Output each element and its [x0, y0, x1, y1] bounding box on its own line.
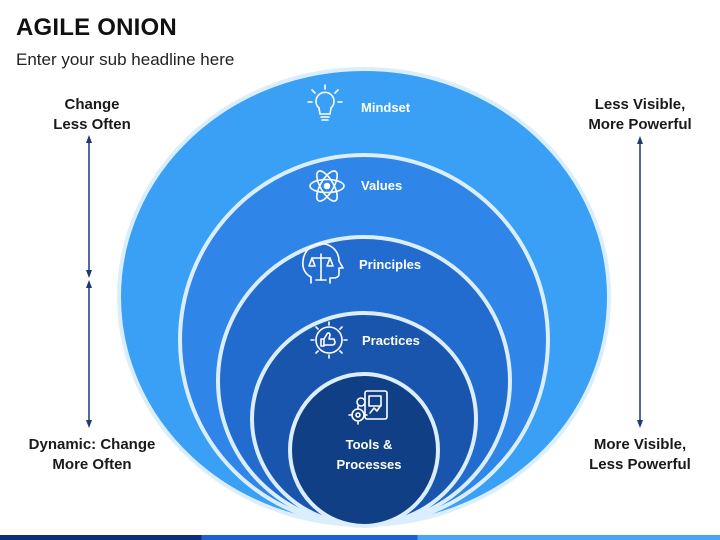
left-top-line-1: Change	[64, 96, 120, 113]
right-top-line-1: Less Visible,	[594, 96, 686, 113]
page-subtitle: Enter your sub headline here	[16, 50, 235, 69]
layer-label-values: Values	[361, 178, 402, 193]
layer-label-practices: Practices	[362, 333, 420, 348]
left-bottom-label: Dynamic: Change More Often	[2, 435, 182, 475]
right-top-label: Less Visible, More Powerful	[550, 95, 720, 135]
right-bottom-line-1: More Visible,	[593, 436, 687, 453]
onion-layer-tools	[288, 372, 440, 528]
right-top-line-2: More Powerful	[588, 116, 692, 133]
right-bottom-label: More Visible, Less Powerful	[550, 435, 720, 475]
layer-label-tools-line-2: Processes	[336, 457, 401, 472]
atom-icon	[309, 170, 345, 202]
head-scales-icon	[302, 242, 344, 284]
left-bottom-line-1: Dynamic: Change	[28, 436, 156, 453]
right-bottom-line-2: Less Powerful	[589, 456, 691, 473]
bottom-accent-bar	[0, 535, 720, 540]
layer-label-tools-line-1: Tools &	[346, 437, 393, 452]
page-title: AGILE ONION	[16, 14, 177, 41]
left-top-line-2: Less Often	[53, 116, 131, 133]
lightbulb-icon	[307, 84, 343, 121]
left-bottom-line-2: More Often	[52, 456, 132, 473]
left-top-label: Change Less Often	[2, 95, 182, 135]
layer-label-mindset: Mindset	[361, 100, 411, 115]
gear-thumbs-up-icon	[310, 321, 348, 359]
layer-label-principles: Principles	[359, 257, 421, 272]
tools-gears-icon	[348, 390, 388, 425]
